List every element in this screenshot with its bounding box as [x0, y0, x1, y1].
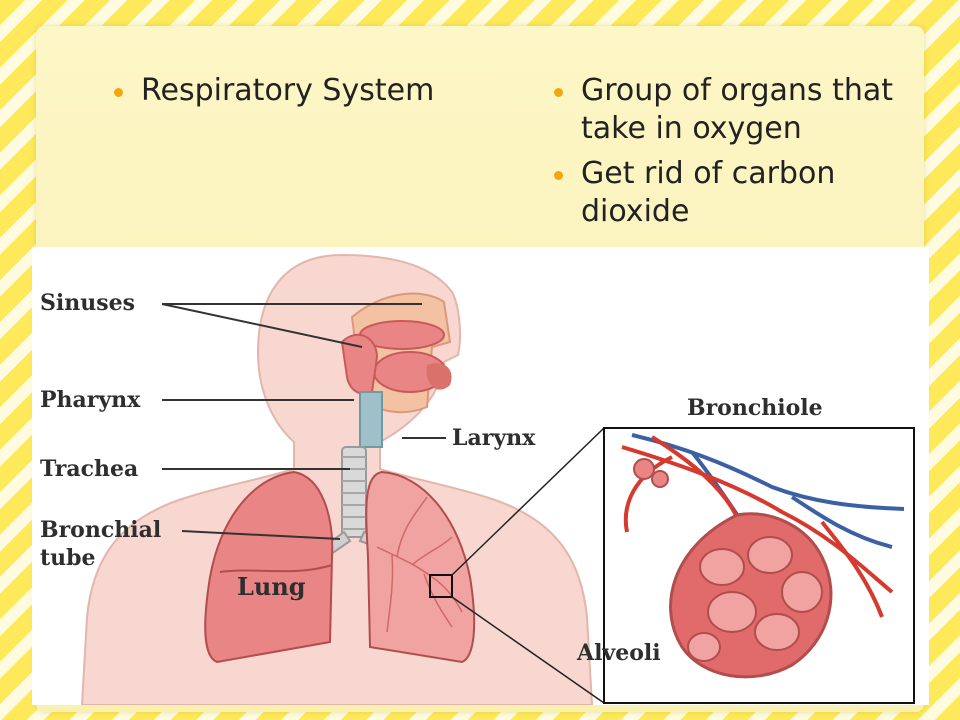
body-silhouette [80, 253, 594, 705]
left-column: Respiratory System [108, 72, 508, 117]
label-pharynx: Pharynx [40, 387, 141, 413]
label-larynx: Larynx [452, 425, 536, 451]
label-trachea: Trachea [40, 456, 138, 482]
magnify-box [429, 574, 453, 598]
label-bronchiole: Bronchiole [687, 395, 823, 421]
right-bullet-list: Group of organs that take in oxygen Get … [548, 72, 938, 231]
label-bronchial: Bronchial [40, 517, 161, 543]
label-sinuses: Sinuses [40, 290, 135, 316]
bullet-item: Respiratory System [108, 72, 508, 110]
bullet-text: Group of organs that take in oxygen [581, 73, 894, 146]
bullet-text: Get rid of carbon dioxide [581, 156, 836, 229]
left-bullet-list: Respiratory System [108, 72, 508, 110]
label-alveoli: Alveoli [576, 640, 661, 666]
nasal-and-oral-cavity [340, 292, 452, 414]
right-column: Group of organs that take in oxygen Get … [548, 72, 938, 238]
left-lung [204, 470, 334, 664]
respiratory-diagram: Sinuses Pharynx Larynx Trachea Bronchial… [32, 247, 929, 705]
label-tube: tube [40, 545, 96, 571]
respiratory-diagram-svg: Sinuses Pharynx Larynx Trachea Bronchial… [40, 253, 915, 705]
leader-lines [161, 303, 446, 540]
label-lung: Lung [237, 572, 306, 601]
bullet-item: Get rid of carbon dioxide [548, 155, 938, 231]
alveoli-inset [603, 427, 915, 704]
bullet-dot-icon [554, 88, 563, 97]
bullet-item: Group of organs that take in oxygen [548, 72, 938, 148]
bullet-text: Respiratory System [141, 73, 435, 108]
bullet-dot-icon [114, 88, 123, 97]
right-lung [365, 470, 476, 664]
bullet-dot-icon [554, 171, 563, 180]
